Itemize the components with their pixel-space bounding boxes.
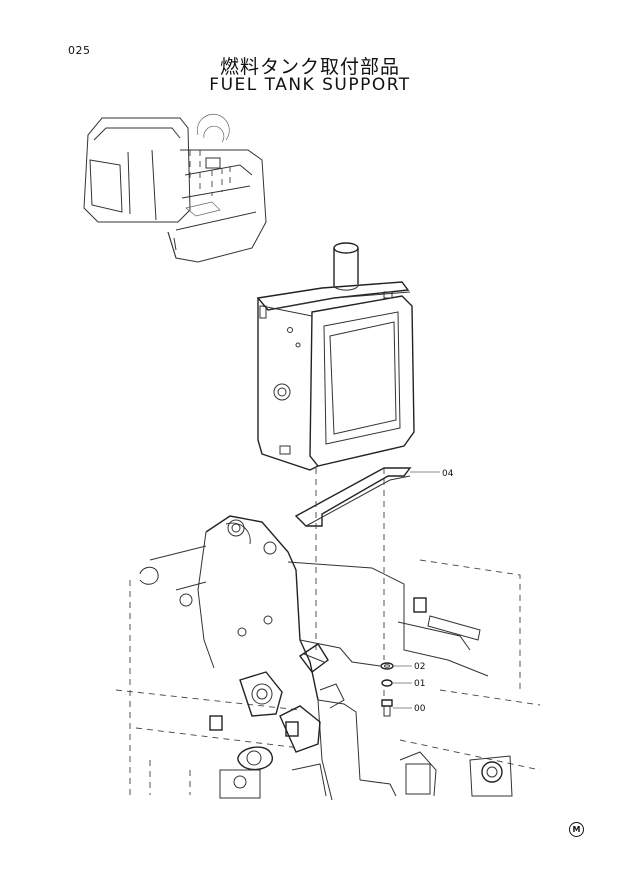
fuel-tank xyxy=(256,242,415,471)
callout-00: 00 xyxy=(393,704,426,714)
page-number: 025 xyxy=(68,44,91,57)
fastener-stack xyxy=(380,662,394,717)
callout-label-04: 04 xyxy=(442,469,454,479)
assembly-center-lines xyxy=(315,468,385,700)
page-title-japanese: 燃料タンク取付部品 xyxy=(219,56,400,78)
callout-04: 04 xyxy=(410,469,454,479)
manufacturer-mark-icon: M xyxy=(569,822,584,837)
callout-02: 02 xyxy=(394,662,425,672)
callout-label-00: 00 xyxy=(414,704,426,714)
callout-label-01: 01 xyxy=(414,679,425,689)
machine-overview-illustration xyxy=(83,113,267,263)
callout-label-02: 02 xyxy=(414,662,425,672)
support-plate xyxy=(294,467,412,527)
page-title-english: FUEL TANK SUPPORT xyxy=(209,75,411,95)
callout-01: 01 xyxy=(393,679,425,689)
swing-frame xyxy=(115,515,541,801)
